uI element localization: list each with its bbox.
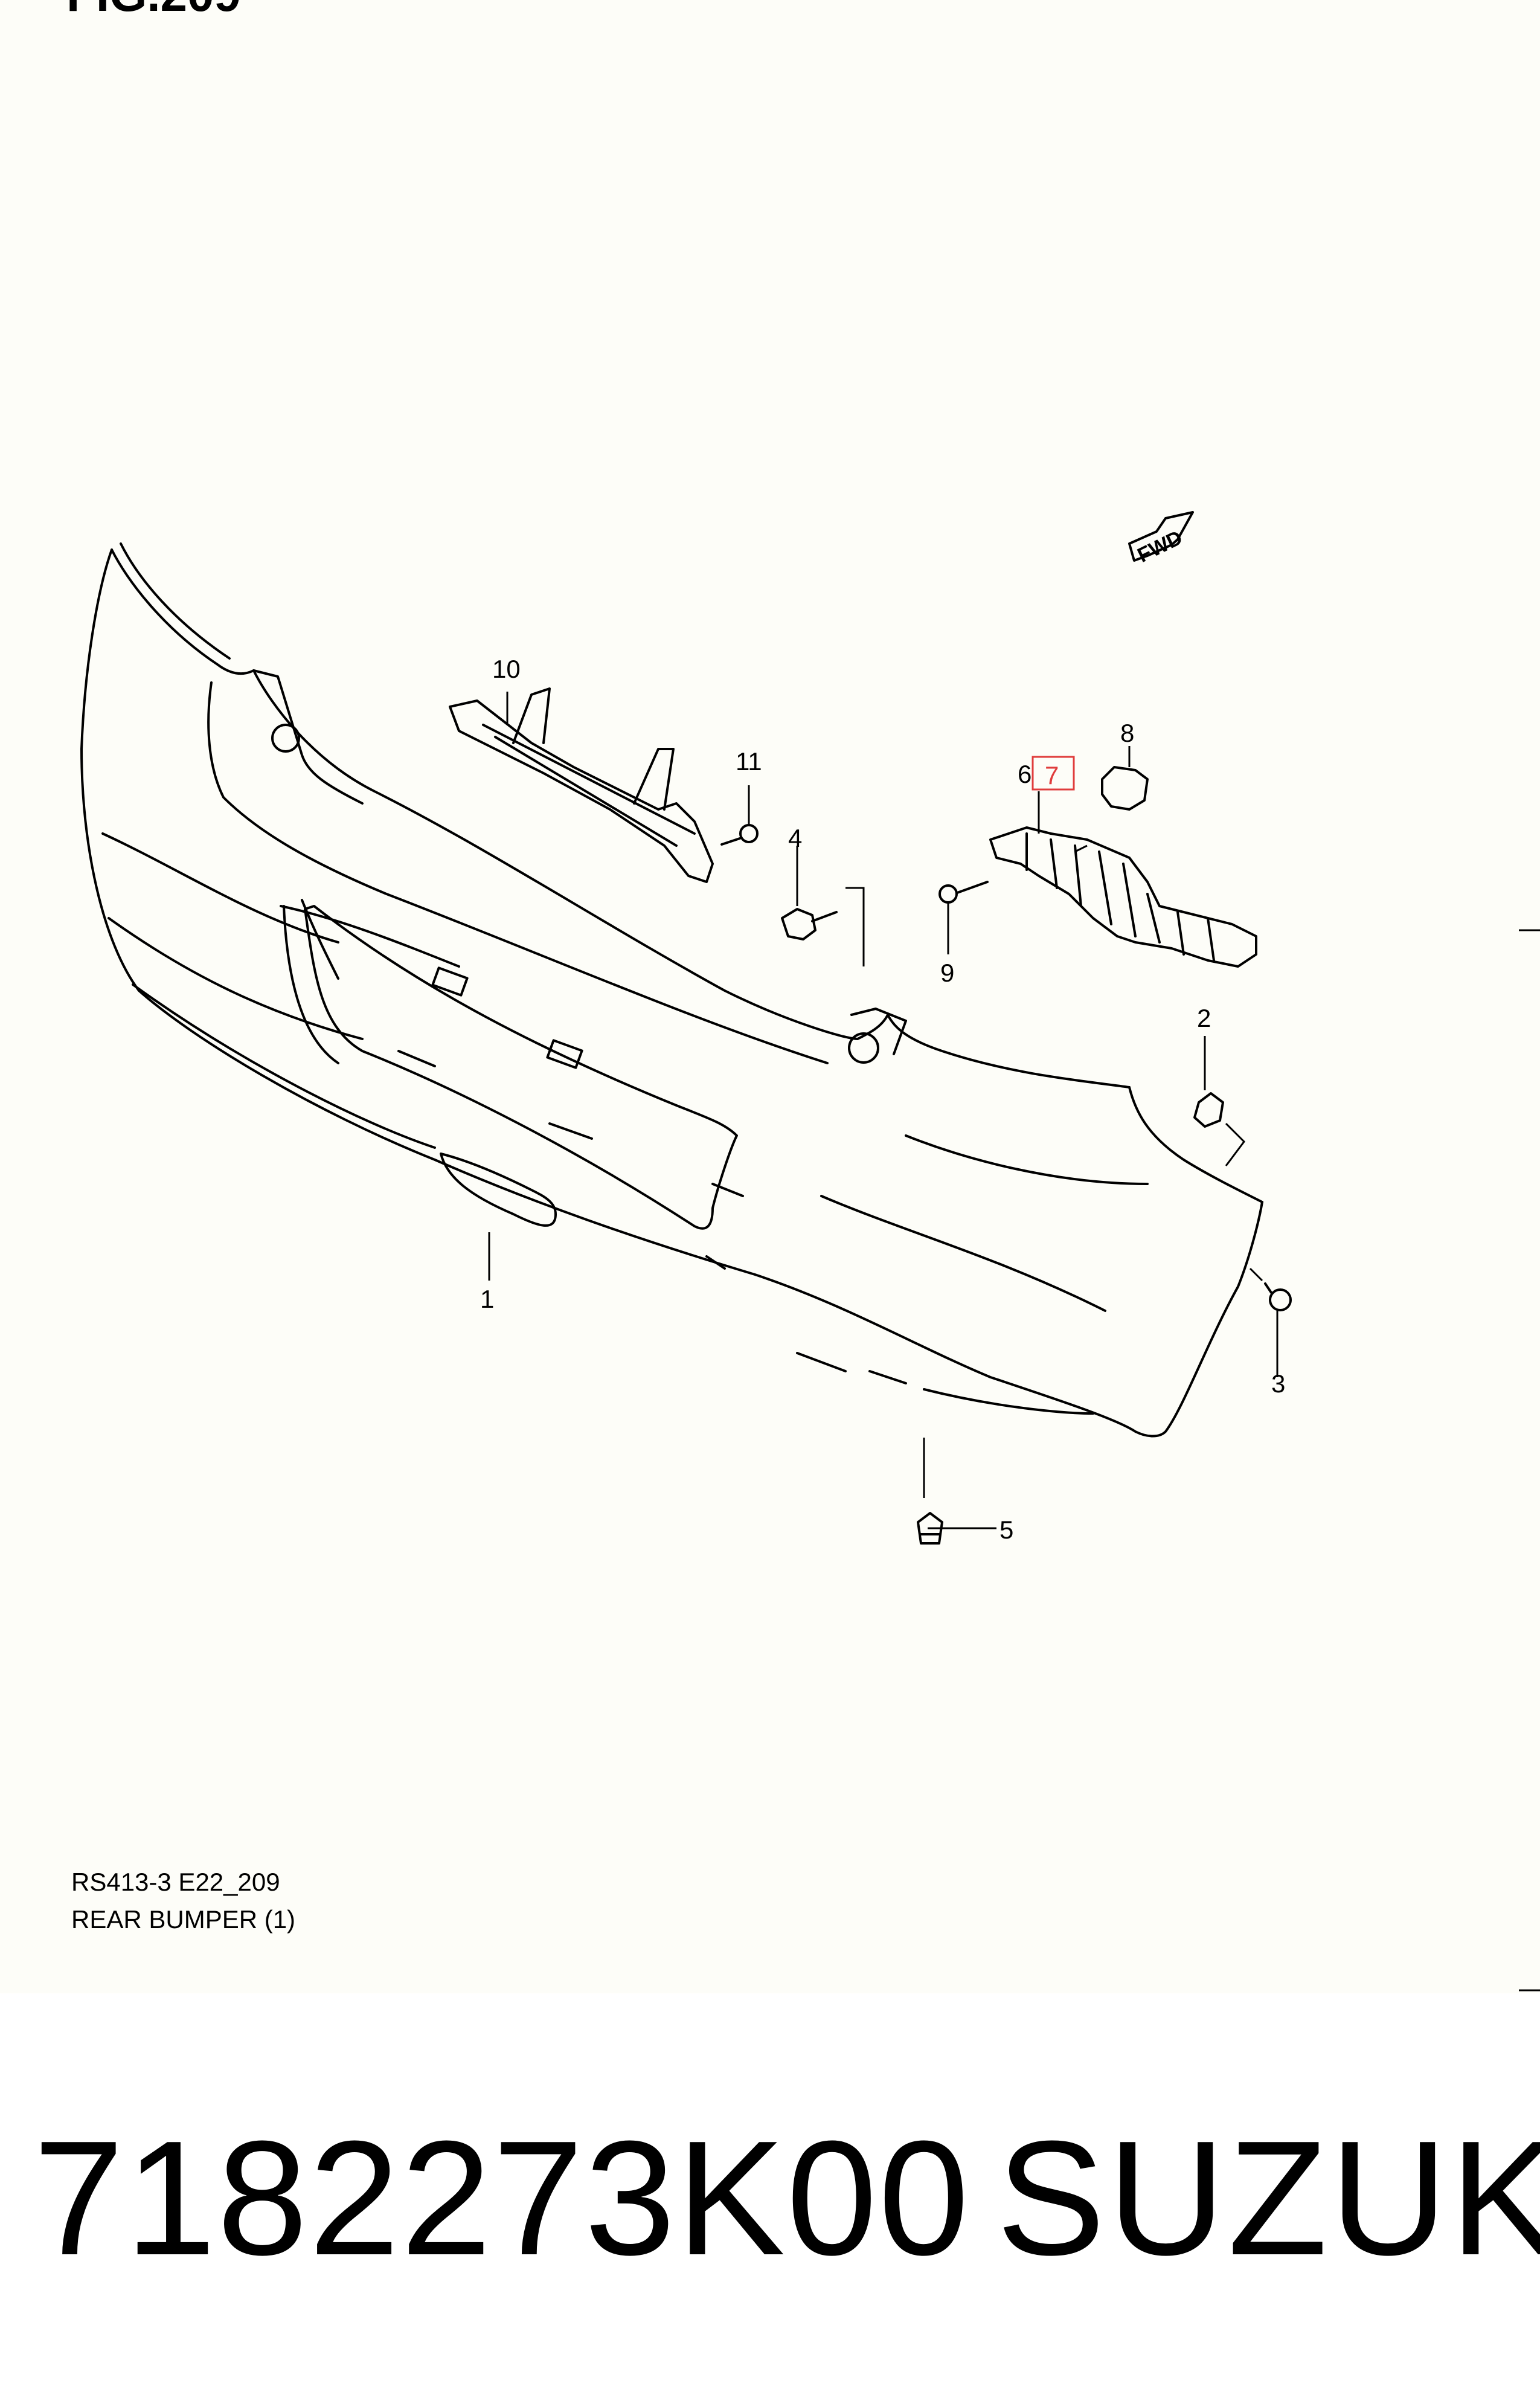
- nut-part: [1193, 1092, 1224, 1128]
- side-bracket: [989, 826, 1257, 968]
- parts-diagram: FIG.209 FWD: [66, 0, 1540, 1992]
- screw-part: [720, 824, 759, 846]
- screw-part-small: [938, 881, 989, 904]
- callout-10: 10: [492, 655, 521, 683]
- callout-9: 9: [940, 959, 954, 987]
- rear-bumper-cover: [80, 542, 1263, 1438]
- diagram-code: RS413-3 E22_209: [71, 1868, 280, 1896]
- part-number: 7182273K00: [33, 2107, 971, 2289]
- callout-11: 11: [736, 747, 762, 776]
- fwd-arrow-icon: FWD: [1128, 511, 1194, 567]
- callout-7-highlight: [1031, 756, 1075, 791]
- callout-5: 5: [999, 1516, 1013, 1544]
- figure-title: FIG.209: [66, 0, 241, 21]
- bolt-part: [781, 908, 838, 940]
- callout-6: 6: [1018, 760, 1031, 788]
- screw-part-side: [1264, 1282, 1292, 1311]
- callout-3: 3: [1271, 1369, 1285, 1398]
- callout-7: 7: [1045, 761, 1059, 789]
- diagram-caption: REAR BUMPER (1): [71, 1905, 295, 1934]
- callout-2: 2: [1197, 1004, 1211, 1032]
- brand-name: SUZUKI: [996, 2107, 1540, 2289]
- callout-1: 1: [480, 1285, 494, 1313]
- leader-lines: [488, 692, 1279, 1529]
- clip-part: [1101, 766, 1149, 811]
- callout-8: 8: [1120, 719, 1134, 747]
- callout-4: 4: [788, 824, 802, 852]
- diagram-panel: FIG.209 FWD: [66, 0, 1540, 1992]
- center-bracket: [449, 687, 714, 883]
